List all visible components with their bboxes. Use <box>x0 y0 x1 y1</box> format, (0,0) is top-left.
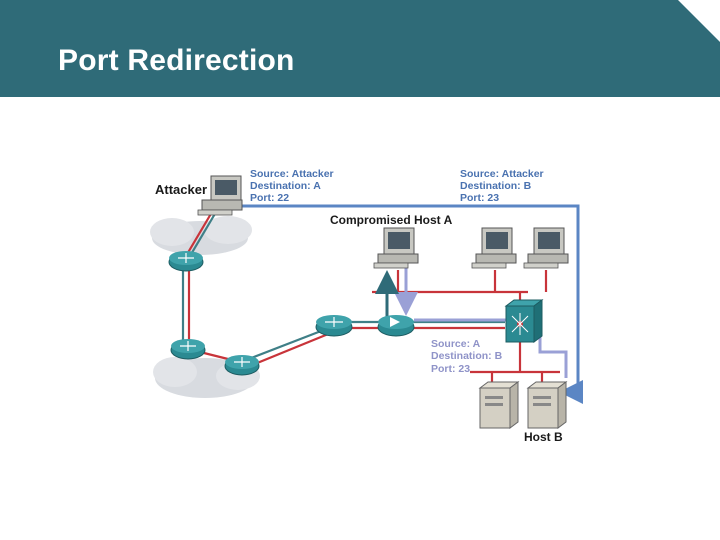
workstation-icon <box>523 227 569 269</box>
host-b-server-icon <box>526 381 568 429</box>
compromised-host-label: Compromised Host A <box>330 213 453 227</box>
packet-source: Source: A <box>431 338 481 350</box>
packet-destination: Destination: B <box>431 350 503 362</box>
packet-destination: Destination: B <box>460 180 532 192</box>
slide-title: Port Redirection <box>58 44 295 77</box>
router-icon <box>170 339 206 360</box>
router-icon <box>315 315 353 337</box>
traffic-paths <box>232 204 583 404</box>
packet-port: Port: 23 <box>431 363 470 375</box>
firewall-router-icon <box>377 315 415 337</box>
packet-label-a-to-b: Source: A Destination: B Port: 23 <box>431 338 503 375</box>
title-bar: Port Redirection <box>0 0 720 97</box>
a-to-b-path <box>414 318 568 378</box>
host-b-label: Host B <box>524 430 563 444</box>
packet-port: Port: 22 <box>250 192 289 204</box>
packet-port: Port: 23 <box>460 192 499 204</box>
router-icon <box>168 251 204 272</box>
router-icon <box>224 355 260 376</box>
compromised-host-icon <box>373 227 419 269</box>
workstation-icon <box>471 227 517 269</box>
attacker-label: Attacker <box>155 182 207 197</box>
corner-notch <box>678 0 720 42</box>
packet-source: Source: Attacker <box>250 168 334 180</box>
packet-source: Source: Attacker <box>460 168 544 180</box>
switch-icon <box>504 299 544 343</box>
packet-label-attacker-to-b: Source: Attacker Destination: B Port: 23 <box>460 168 544 204</box>
packet-label-attacker-to-a: Source: Attacker Destination: A Port: 22 <box>250 168 334 204</box>
attacker-workstation-icon <box>197 175 243 216</box>
server-icon <box>478 381 520 429</box>
packet-destination: Destination: A <box>250 180 321 192</box>
redirected-path-b <box>232 204 583 404</box>
